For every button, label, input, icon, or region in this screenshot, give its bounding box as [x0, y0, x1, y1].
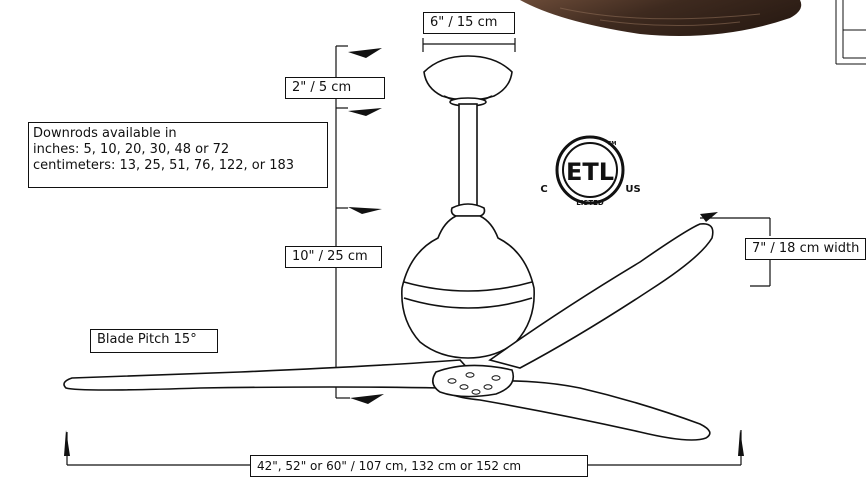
blade-hub — [432, 364, 515, 398]
hub-screws — [447, 372, 501, 395]
etl-left-text: C — [540, 184, 547, 195]
downrods-available-label: Downrods available in inches: 5, 10, 20,… — [28, 122, 328, 188]
canopy-clearance-label: 2" / 5 cm — [285, 77, 385, 99]
blade-width-dimension — [700, 217, 771, 287]
arrow-downrod — [348, 207, 382, 214]
wood-blade-swatch — [520, 0, 802, 36]
etl-small-text: CM — [608, 141, 617, 147]
etl-bottom-text: LISTED — [576, 199, 604, 207]
etl-right-text: US — [625, 184, 640, 195]
etl-listed-mark: ETL C US LISTED CM — [540, 135, 641, 207]
etl-mark-text: ETL — [566, 158, 614, 186]
canopy-width-dimension — [422, 38, 516, 52]
fan-canopy — [423, 55, 513, 107]
blade-right-lower — [439, 380, 711, 441]
fan-motor-housing — [401, 215, 535, 359]
blade-width-label: 7" / 18 cm width — [745, 238, 866, 260]
arrow-blade-width — [700, 212, 718, 222]
canopy-width-label: 6" / 15 cm — [423, 12, 515, 34]
vertical-dimension-line — [335, 45, 350, 399]
span-label: 42", 52" or 60" / 107 cm, 132 cm or 152 … — [250, 455, 588, 477]
arrow-canopy-bottom — [348, 108, 382, 116]
dimension-arrows — [64, 48, 744, 456]
wood-grain — [559, 7, 761, 27]
blade-left — [63, 359, 482, 391]
fan-downrod — [450, 103, 486, 217]
blade-right-upper — [488, 222, 714, 369]
arrow-top — [348, 48, 382, 58]
motor-height-label: 10" / 25 cm — [285, 246, 382, 268]
finish-table-fragment — [835, 0, 866, 65]
fan-blades — [63, 222, 714, 441]
arrow-bottom — [350, 394, 384, 404]
blade-pitch-label: Blade Pitch 15° — [90, 329, 218, 353]
span-dimension — [66, 430, 742, 466]
